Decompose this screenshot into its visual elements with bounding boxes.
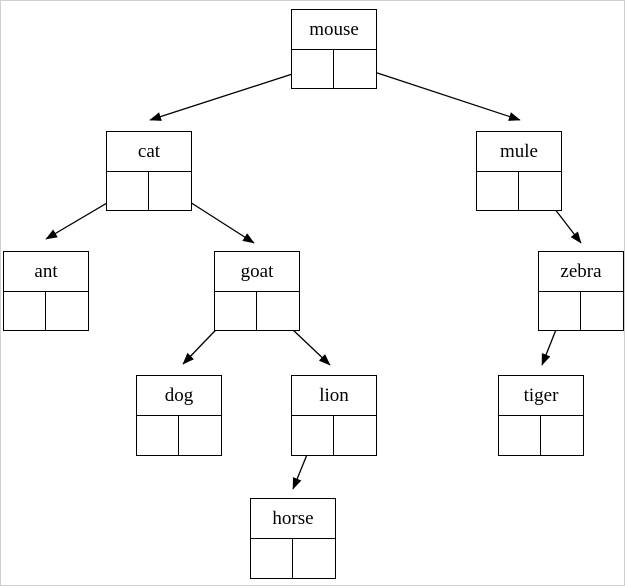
node-label-lion: lion bbox=[292, 376, 376, 416]
tree-node-cat[interactable]: cat bbox=[106, 131, 192, 211]
node-label-mouse: mouse bbox=[292, 10, 376, 50]
right-pointer-cell-mule bbox=[519, 172, 561, 210]
left-pointer-cell-cat bbox=[107, 172, 149, 210]
node-label-dog: dog bbox=[137, 376, 221, 416]
right-pointer-cell-tiger bbox=[541, 416, 583, 455]
tree-node-mule[interactable]: mule bbox=[476, 131, 562, 211]
node-pointers-horse bbox=[251, 539, 335, 578]
node-pointers-lion bbox=[292, 416, 376, 455]
node-label-ant: ant bbox=[4, 252, 88, 292]
node-label-tiger: tiger bbox=[499, 376, 583, 416]
right-pointer-cell-zebra bbox=[581, 292, 623, 330]
tree-node-goat[interactable]: goat bbox=[214, 251, 300, 331]
left-pointer-cell-goat bbox=[215, 292, 257, 330]
right-pointer-cell-horse bbox=[293, 539, 335, 578]
left-pointer-cell-horse bbox=[251, 539, 293, 578]
left-pointer-cell-zebra bbox=[539, 292, 581, 330]
node-pointers-cat bbox=[107, 172, 191, 210]
tree-node-mouse[interactable]: mouse bbox=[291, 9, 377, 89]
right-pointer-cell-cat bbox=[149, 172, 191, 210]
node-label-zebra: zebra bbox=[539, 252, 623, 292]
right-pointer-cell-dog bbox=[179, 416, 221, 455]
tree-node-dog[interactable]: dog bbox=[136, 375, 222, 456]
node-pointers-ant bbox=[4, 292, 88, 330]
edge-mouse-to-cat bbox=[149, 66, 315, 121]
node-pointers-tiger bbox=[499, 416, 583, 455]
node-label-cat: cat bbox=[107, 132, 191, 172]
tree-node-tiger[interactable]: tiger bbox=[498, 375, 584, 456]
left-pointer-cell-mule bbox=[477, 172, 519, 210]
left-pointer-cell-ant bbox=[4, 292, 46, 330]
right-pointer-cell-ant bbox=[46, 292, 88, 330]
left-pointer-cell-tiger bbox=[499, 416, 541, 455]
left-pointer-cell-lion bbox=[292, 416, 334, 455]
left-pointer-cell-mouse bbox=[292, 50, 334, 88]
tree-node-lion[interactable]: lion bbox=[291, 375, 377, 456]
right-pointer-cell-lion bbox=[334, 416, 376, 455]
node-pointers-zebra bbox=[539, 292, 623, 330]
node-pointers-mouse bbox=[292, 50, 376, 88]
edge-mouse-to-mule bbox=[352, 64, 521, 121]
right-pointer-cell-mouse bbox=[334, 50, 376, 88]
tree-node-zebra[interactable]: zebra bbox=[538, 251, 624, 331]
node-pointers-dog bbox=[137, 416, 221, 455]
node-label-horse: horse bbox=[251, 499, 335, 539]
node-label-goat: goat bbox=[215, 252, 299, 292]
tree-node-horse[interactable]: horse bbox=[250, 498, 336, 579]
tree-node-ant[interactable]: ant bbox=[3, 251, 89, 331]
node-pointers-goat bbox=[215, 292, 299, 330]
node-label-mule: mule bbox=[477, 132, 561, 172]
node-pointers-mule bbox=[477, 172, 561, 210]
right-pointer-cell-goat bbox=[257, 292, 299, 330]
left-pointer-cell-dog bbox=[137, 416, 179, 455]
